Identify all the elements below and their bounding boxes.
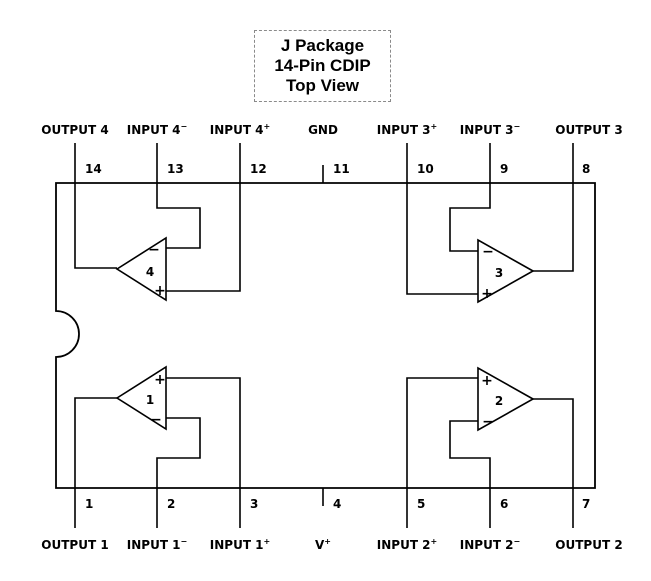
pin-number-14: 14: [85, 162, 102, 176]
pin-name-7: OUTPUT 2: [555, 538, 622, 552]
op-amp-2-minus: −: [482, 414, 494, 430]
pin-number-4: 4: [333, 497, 341, 511]
pin-name-10: INPUT 3+: [377, 122, 437, 137]
op-amp-2-triangle: [477, 366, 535, 432]
amp4-wiring: [74, 183, 241, 292]
package-body: [55, 182, 596, 489]
pin-number-9: 9: [500, 162, 508, 176]
bottom-pin-leads: [74, 488, 574, 528]
pin-number-8: 8: [582, 162, 590, 176]
amp1-wiring: [74, 377, 241, 488]
pin-name-14: OUTPUT 4: [41, 123, 108, 137]
op-amp-4-label: 4: [146, 265, 154, 279]
pin-name-12: INPUT 4+: [210, 122, 270, 137]
op-amp-3-label: 3: [495, 266, 503, 280]
amp3-wiring: [406, 183, 574, 295]
pin-name-3: INPUT 1+: [210, 537, 270, 552]
op-amp-3-triangle: [477, 238, 535, 304]
op-amp-2-label: 2: [495, 394, 503, 408]
pin-number-13: 13: [167, 162, 184, 176]
pin-name-5: INPUT 2+: [377, 537, 437, 552]
pin-name-11: GND: [308, 123, 338, 137]
caption-line-pins: 14-Pin CDIP: [274, 56, 371, 75]
pin-number-12: 12: [250, 162, 267, 176]
pin-number-1: 1: [85, 497, 93, 511]
pin-name-13: INPUT 4−: [127, 122, 187, 137]
pin-name-4: V+: [315, 537, 331, 552]
op-amp-4: − + 4: [115, 236, 167, 302]
op-amp-1: + − 1: [115, 365, 167, 431]
top-pin-names: OUTPUT 4 INPUT 4− INPUT 4+ GND INPUT 3+ …: [41, 122, 622, 137]
op-amp-1-minus: −: [150, 412, 162, 428]
op-amp-2: + − 2: [477, 366, 535, 432]
op-amp-3: − + 3: [477, 238, 535, 304]
amp2-wiring: [406, 377, 574, 488]
pin-name-2: INPUT 1−: [127, 537, 187, 552]
pin-number-3: 3: [250, 497, 258, 511]
pin-name-8: OUTPUT 3: [555, 123, 622, 137]
top-pin-numbers: 14 13 12 11 10 9 8: [85, 162, 590, 176]
bottom-pin-numbers: 1 2 3 4 5 6 7: [85, 497, 590, 511]
op-amp-1-plus: +: [154, 372, 166, 388]
pin-name-9: INPUT 3−: [460, 122, 520, 137]
op-amp-3-plus: +: [481, 286, 493, 302]
op-amp-3-minus: −: [482, 244, 494, 260]
caption-line-package: J Package: [280, 36, 365, 55]
op-amp-4-plus: +: [154, 283, 166, 299]
caption-line-view: Top View: [285, 76, 360, 95]
op-amp-2-plus: +: [481, 373, 493, 389]
op-amp-1-label: 1: [146, 393, 154, 407]
op-amp-4-triangle: [115, 236, 167, 302]
pin-number-10: 10: [417, 162, 434, 176]
op-amp-4-minus: −: [148, 242, 160, 258]
pin-number-7: 7: [582, 497, 590, 511]
bottom-pin-names: OUTPUT 1 INPUT 1− INPUT 1+ V+ INPUT 2+ I…: [41, 537, 622, 552]
pin-name-6: INPUT 2−: [460, 537, 520, 552]
top-pin-leads: [74, 143, 574, 183]
op-amp-1-triangle: [115, 365, 167, 431]
pin-number-5: 5: [417, 497, 425, 511]
pin-number-6: 6: [500, 497, 508, 511]
package-caption: J Package 14-Pin CDIP Top View: [254, 30, 391, 102]
pin-number-11: 11: [333, 162, 350, 176]
pin-number-2: 2: [167, 497, 175, 511]
pin-name-1: OUTPUT 1: [41, 538, 108, 552]
